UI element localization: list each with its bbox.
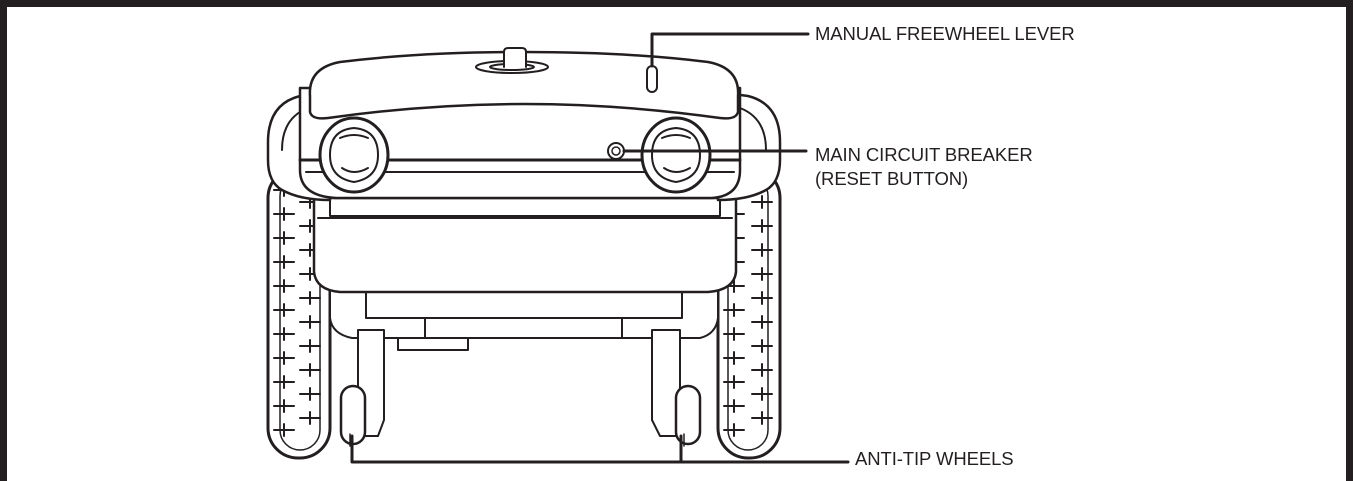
freewheel-lever-label-text: MANUAL FREEWHEEL LEVER (815, 23, 1075, 44)
anti-tip-leader-line (350, 434, 850, 464)
right-tail-light (640, 116, 712, 194)
right-anti-tip-wheel (674, 384, 702, 447)
freewheel-lever (646, 65, 658, 93)
circuit-breaker-label: MAIN CIRCUIT BREAKER (RESET BUTTON) (815, 143, 1033, 191)
circuit-breaker-label-line2: (RESET BUTTON) (815, 168, 969, 189)
right-anti-tip-arm (651, 329, 681, 437)
freewheel-leader-line (650, 32, 810, 68)
lower-chassis (329, 284, 719, 351)
anti-tip-wheels-label-text: ANTI-TIP WHEELS (855, 448, 1014, 469)
circuit-breaker-label-line1: MAIN CIRCUIT BREAKER (815, 144, 1033, 165)
left-tail-light (318, 116, 390, 194)
top-cap (308, 47, 740, 120)
freewheel-lever-label: MANUAL FREEWHEEL LEVER (815, 22, 1075, 46)
leader-lines (350, 32, 850, 464)
anti-tip-wheels-label: ANTI-TIP WHEELS (855, 447, 1014, 471)
circuit-breaker-button (607, 142, 625, 160)
rear-body-shroud (312, 196, 738, 294)
